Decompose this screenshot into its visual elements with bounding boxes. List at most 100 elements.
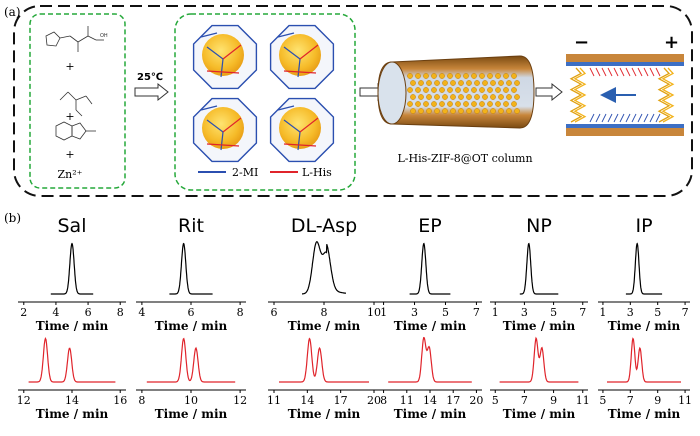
framework-linker xyxy=(220,58,224,78)
axis-label: Time / min xyxy=(155,407,228,421)
column-particle xyxy=(482,108,488,114)
wall-linker xyxy=(607,67,613,77)
column-particle xyxy=(458,94,464,100)
temperature-label: 25℃ xyxy=(137,72,163,83)
tick-label: 11 xyxy=(400,394,414,407)
column-particle xyxy=(418,108,424,114)
process-arrow-icon-2 xyxy=(535,82,563,102)
column-particle xyxy=(503,101,509,107)
racemate-chromatogram-trace xyxy=(302,241,346,295)
column-particle xyxy=(490,94,496,100)
column-particle xyxy=(479,73,485,79)
column-particle xyxy=(442,94,448,100)
column-particle xyxy=(498,94,504,100)
framework-linker xyxy=(283,119,301,133)
framework-box xyxy=(174,13,356,191)
framework-linker xyxy=(283,70,317,74)
axis-label: Time / min xyxy=(503,319,576,333)
column-particle xyxy=(426,80,432,86)
column-particle xyxy=(466,108,472,114)
wall-linker xyxy=(613,67,619,77)
column-particle xyxy=(511,101,517,107)
l-his-sphere xyxy=(202,34,244,76)
tick-label: 6 xyxy=(271,306,278,319)
tick-label: 14 xyxy=(423,394,437,407)
wall-linker xyxy=(595,67,601,77)
wall-linker xyxy=(589,67,595,77)
tick-label: 11 xyxy=(267,394,281,407)
panel-a: (a) OH + xyxy=(4,5,693,197)
column-particle xyxy=(415,87,421,93)
column-particle xyxy=(487,73,493,79)
tick-label: 14 xyxy=(300,394,314,407)
column-label: L-His-ZIF-8@OT column xyxy=(397,152,532,165)
wall-linker xyxy=(589,113,595,123)
anode-sign: + xyxy=(664,32,679,53)
cathode-sign: − xyxy=(574,32,589,53)
tick-label: 8 xyxy=(138,394,145,407)
column-particle xyxy=(463,87,469,93)
column-particle xyxy=(415,73,421,79)
tick-label: 3 xyxy=(411,306,418,319)
wall-linker xyxy=(595,113,601,123)
column-particle xyxy=(418,94,424,100)
enantiomer-chromatogram-trace xyxy=(146,337,236,383)
axis-label: Time / min xyxy=(288,319,361,333)
tick-label: 12 xyxy=(233,394,247,407)
wall-linker xyxy=(643,67,649,77)
tick-label: 2 xyxy=(20,306,27,319)
tick-label: 11 xyxy=(678,394,692,407)
l-his-sphere xyxy=(202,107,244,149)
tick-label: 7 xyxy=(579,306,586,319)
plus-sign-2: + xyxy=(65,110,74,123)
enantiomer-chromatogram-trace xyxy=(28,336,116,383)
column-particle xyxy=(514,80,520,86)
framework-linker xyxy=(206,143,240,147)
reactants-box xyxy=(29,13,126,189)
panel-a-frame xyxy=(13,5,693,197)
column-particle xyxy=(495,87,501,93)
tick-label: 1 xyxy=(492,306,499,319)
column-particle xyxy=(466,94,472,100)
column-particle xyxy=(410,108,416,114)
column-particle xyxy=(466,80,472,86)
tick-label: 1 xyxy=(380,306,387,319)
column-particle xyxy=(479,87,485,93)
tick-label: 10 xyxy=(184,394,198,407)
wall-linker xyxy=(619,67,625,77)
column-particle xyxy=(455,73,461,79)
analyte-name: NP xyxy=(526,215,552,237)
framework-linker xyxy=(297,58,301,78)
framework-linker xyxy=(222,117,242,133)
analyte-name: Sal xyxy=(58,215,87,237)
bound-selector-chain xyxy=(657,67,671,123)
column-particle xyxy=(471,73,477,79)
framework-linker xyxy=(299,117,319,133)
column-particle xyxy=(439,87,445,93)
column-particle xyxy=(458,108,464,114)
framework-linker xyxy=(297,131,301,151)
column-particle xyxy=(410,94,416,100)
analyte-name: Rit xyxy=(178,215,204,237)
wall-linker xyxy=(643,113,649,123)
framework-linker xyxy=(206,119,224,133)
tick-label: 7 xyxy=(627,394,634,407)
framework-linker xyxy=(277,105,295,111)
panel-a-label: (a) xyxy=(4,5,21,19)
tick-label: 8 xyxy=(117,306,124,319)
racemate-chromatogram-trace xyxy=(625,242,663,295)
column-particle xyxy=(431,73,437,79)
wall-linker xyxy=(631,113,637,123)
column-particle xyxy=(434,108,440,114)
upper-coating xyxy=(566,62,684,66)
axis-label: Time / min xyxy=(36,319,109,333)
enantiomer-chromatogram-trace xyxy=(279,337,369,383)
wall-linker xyxy=(607,113,613,123)
column-particle xyxy=(474,108,480,114)
column-particle xyxy=(442,80,448,86)
lower-coating xyxy=(566,124,684,128)
column-particle xyxy=(482,94,488,100)
column-particle xyxy=(482,80,488,86)
racemate-chromatogram-trace xyxy=(519,242,559,295)
column-particle xyxy=(455,87,461,93)
